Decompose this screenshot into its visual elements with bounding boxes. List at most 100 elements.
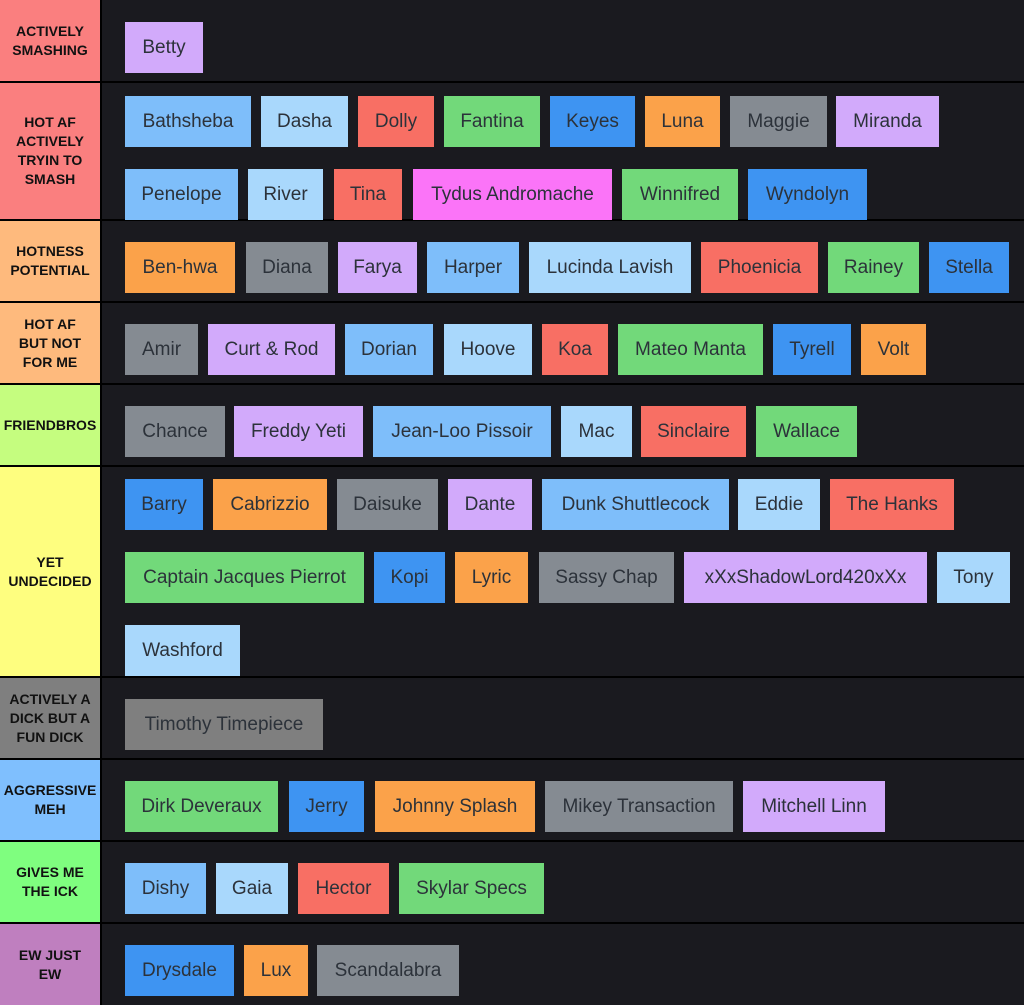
tier-item-chip[interactable]: Curt & Rod — [208, 324, 335, 375]
tier-item-chip[interactable]: Lucinda Lavish — [529, 242, 691, 293]
tier-item-chip[interactable]: Chance — [125, 406, 225, 457]
tier-label[interactable]: EW JUST EW — [0, 924, 100, 1005]
tier-item-chip[interactable]: Mikey Transaction — [545, 781, 733, 832]
tier-label[interactable]: GIVES ME THE ICK — [0, 842, 100, 922]
tier-item-chip[interactable]: Dasha — [261, 96, 348, 147]
tier-item-name: Freddy Yeti — [250, 420, 347, 442]
tier-item-chip[interactable]: Dolly — [358, 96, 434, 147]
tier-item-chip[interactable]: xXxShadowLord420xXx — [684, 552, 927, 603]
tier-item-name: Timothy Timepiece — [144, 713, 304, 735]
tier-item-chip[interactable]: Ben-hwa — [125, 242, 235, 293]
tier-item-name: Dunk Shuttlecock — [561, 493, 710, 515]
tier-label[interactable]: ACTIVELY SMASHING — [0, 0, 100, 81]
tier-item-chip[interactable]: Cabrizzio — [213, 479, 327, 530]
tier-item-chip[interactable]: Stella — [929, 242, 1009, 293]
tier-item-chip[interactable]: Dante — [448, 479, 532, 530]
tier-item-chip[interactable]: Eddie — [738, 479, 820, 530]
tier-item-name: Stella — [945, 256, 993, 278]
tier-item-chip[interactable]: Barry — [125, 479, 203, 530]
tier-item-chip[interactable]: Farya — [338, 242, 417, 293]
tier-item-chip[interactable]: Fantina — [444, 96, 540, 147]
tier-item-chip[interactable]: Sinclaire — [641, 406, 746, 457]
tier-item-chip[interactable]: Rainey — [828, 242, 919, 293]
tier-item-chip[interactable]: River — [248, 169, 323, 220]
tier-item-chip[interactable]: Winnifred — [622, 169, 738, 220]
tier-item-name: River — [263, 183, 308, 205]
tier-label[interactable]: HOT AF ACTIVELY TRYIN TO SMASH — [0, 83, 100, 219]
tier-item-chip[interactable]: Dishy — [125, 863, 206, 914]
tier-item-chip[interactable]: Diana — [246, 242, 328, 293]
tier-item-chip[interactable]: Betty — [125, 22, 203, 73]
tier-item-name: Jerry — [305, 795, 348, 817]
tier-label[interactable]: ACTIVELY A DICK BUT A FUN DICK — [0, 678, 100, 758]
tier-item-chip[interactable]: Luna — [645, 96, 720, 147]
tier-item-chip[interactable]: Tyrell — [773, 324, 851, 375]
tier-item-name: The Hanks — [846, 493, 938, 515]
tier-item-chip[interactable]: Daisuke — [337, 479, 438, 530]
tier-item-chip[interactable]: Johnny Splash — [375, 781, 535, 832]
tier-item-chip[interactable]: Koa — [542, 324, 608, 375]
tier-item-name: Ben-hwa — [142, 256, 218, 278]
tier-item-chip[interactable]: Miranda — [836, 96, 939, 147]
tier-item-chip[interactable]: Phoenicia — [701, 242, 818, 293]
tier-item-name: Dirk Deveraux — [141, 795, 262, 817]
tier-item-chip[interactable]: Dorian — [345, 324, 433, 375]
tier-item-chip[interactable]: Tydus Andromache — [413, 169, 612, 220]
tier-item-chip[interactable]: Washford — [125, 625, 240, 676]
tier-item-chip[interactable]: Mateo Manta — [618, 324, 763, 375]
tier-label[interactable]: HOT AF BUT NOT FOR ME — [0, 303, 100, 383]
tier-item-name: Amir — [141, 338, 182, 360]
tier-item-chip[interactable]: Sassy Chap — [539, 552, 674, 603]
tier-item-chip[interactable]: Scandalabra — [317, 945, 459, 996]
tier-item-chip[interactable]: Keyes — [550, 96, 635, 147]
tier-item-name: Mitchell Linn — [761, 795, 867, 817]
tier-item-chip[interactable]: Volt — [861, 324, 926, 375]
tier-item-chip[interactable]: Tony — [937, 552, 1010, 603]
tier-item-chip[interactable]: Wallace — [756, 406, 857, 457]
tier-label[interactable]: FRIENDBROS — [0, 385, 100, 465]
tier-item-chip[interactable]: Jerry — [289, 781, 364, 832]
tier-item-chip[interactable]: Wyndolyn — [748, 169, 867, 220]
tier-item-chip[interactable]: Dirk Deveraux — [125, 781, 278, 832]
tier-item-chip[interactable]: Amir — [125, 324, 198, 375]
tier-items-area[interactable]: Timothy Timepiece — [102, 678, 1024, 758]
tier-label[interactable]: YET UNDECIDED — [0, 467, 100, 676]
tier-item-chip[interactable]: Penelope — [125, 169, 238, 220]
tier-item-name: Chance — [142, 420, 208, 442]
tier-item-chip[interactable]: Lux — [244, 945, 308, 996]
tier-item-chip[interactable]: Maggie — [730, 96, 827, 147]
tier-item-chip[interactable]: Hoove — [444, 324, 532, 375]
tier-items-area[interactable]: Betty — [102, 0, 1024, 81]
tier-item-chip[interactable]: Gaia — [216, 863, 288, 914]
tier-item-chip[interactable]: Skylar Specs — [399, 863, 544, 914]
tier-item-chip[interactable]: Dunk Shuttlecock — [542, 479, 729, 530]
tier-item-chip[interactable]: Timothy Timepiece — [125, 699, 323, 750]
tier-item-chip[interactable]: Drysdale — [125, 945, 234, 996]
tier-item-chip[interactable]: Jean-Loo Pissoir — [373, 406, 551, 457]
tier-item-chip[interactable]: Mitchell Linn — [743, 781, 885, 832]
tier-item-name: Diana — [262, 256, 312, 278]
tier-item-chip[interactable]: Tina — [334, 169, 402, 220]
tier-item-chip[interactable]: Captain Jacques Pierrot — [125, 552, 364, 603]
tier-item-chip[interactable]: Freddy Yeti — [234, 406, 363, 457]
tier-item-chip[interactable]: Lyric — [455, 552, 528, 603]
tier-item-chip[interactable]: Kopi — [374, 552, 445, 603]
tier-label[interactable]: HOTNESS POTENTIAL — [0, 221, 100, 301]
tier-item-chip[interactable]: Mac — [561, 406, 632, 457]
tier-item-chip[interactable]: Hector — [298, 863, 389, 914]
tier-item-chip[interactable]: The Hanks — [830, 479, 954, 530]
tier-item-chip[interactable]: Bathsheba — [125, 96, 251, 147]
tier-item-chip[interactable]: Harper — [427, 242, 519, 293]
tier-label[interactable]: AGGRESSIVE MEH — [0, 760, 100, 840]
tier-item-name: Lucinda Lavish — [546, 256, 674, 278]
